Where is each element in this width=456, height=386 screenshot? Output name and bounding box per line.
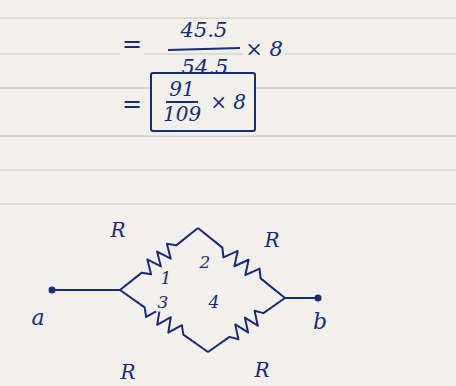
equals-sign: = [120,31,144,57]
callout-number: 2 [198,253,213,272]
answer-box: 91109× 8 [150,72,256,132]
resistor-symbol [198,228,285,298]
multiplier: × 8 [243,38,285,61]
multiplier: × 8 [210,90,246,114]
fraction: 91109 [160,78,204,126]
denominator: 109 [160,103,204,126]
ruled-lines [0,18,456,204]
wire [285,297,318,299]
wire [52,289,120,291]
terminal-label: a [29,306,46,330]
numerator: 45.5 [179,19,230,42]
numerator: 91 [166,78,197,103]
equals-sign: = [120,91,144,117]
resistor-label: R [118,361,137,383]
terminal-label: b [311,310,329,334]
resistor-symbol [120,228,198,290]
terminal-dot [49,287,56,294]
resistor-symbol [120,290,208,352]
resistor-label: R [262,229,281,251]
resistor-label: R [108,219,127,241]
fraction-bar [168,48,240,50]
callout-number: 1 [159,269,174,288]
callout-number: 3 [156,293,171,312]
callout-number: 4 [207,293,222,312]
resistor-label: R [252,359,271,381]
terminal-dot [315,295,322,302]
